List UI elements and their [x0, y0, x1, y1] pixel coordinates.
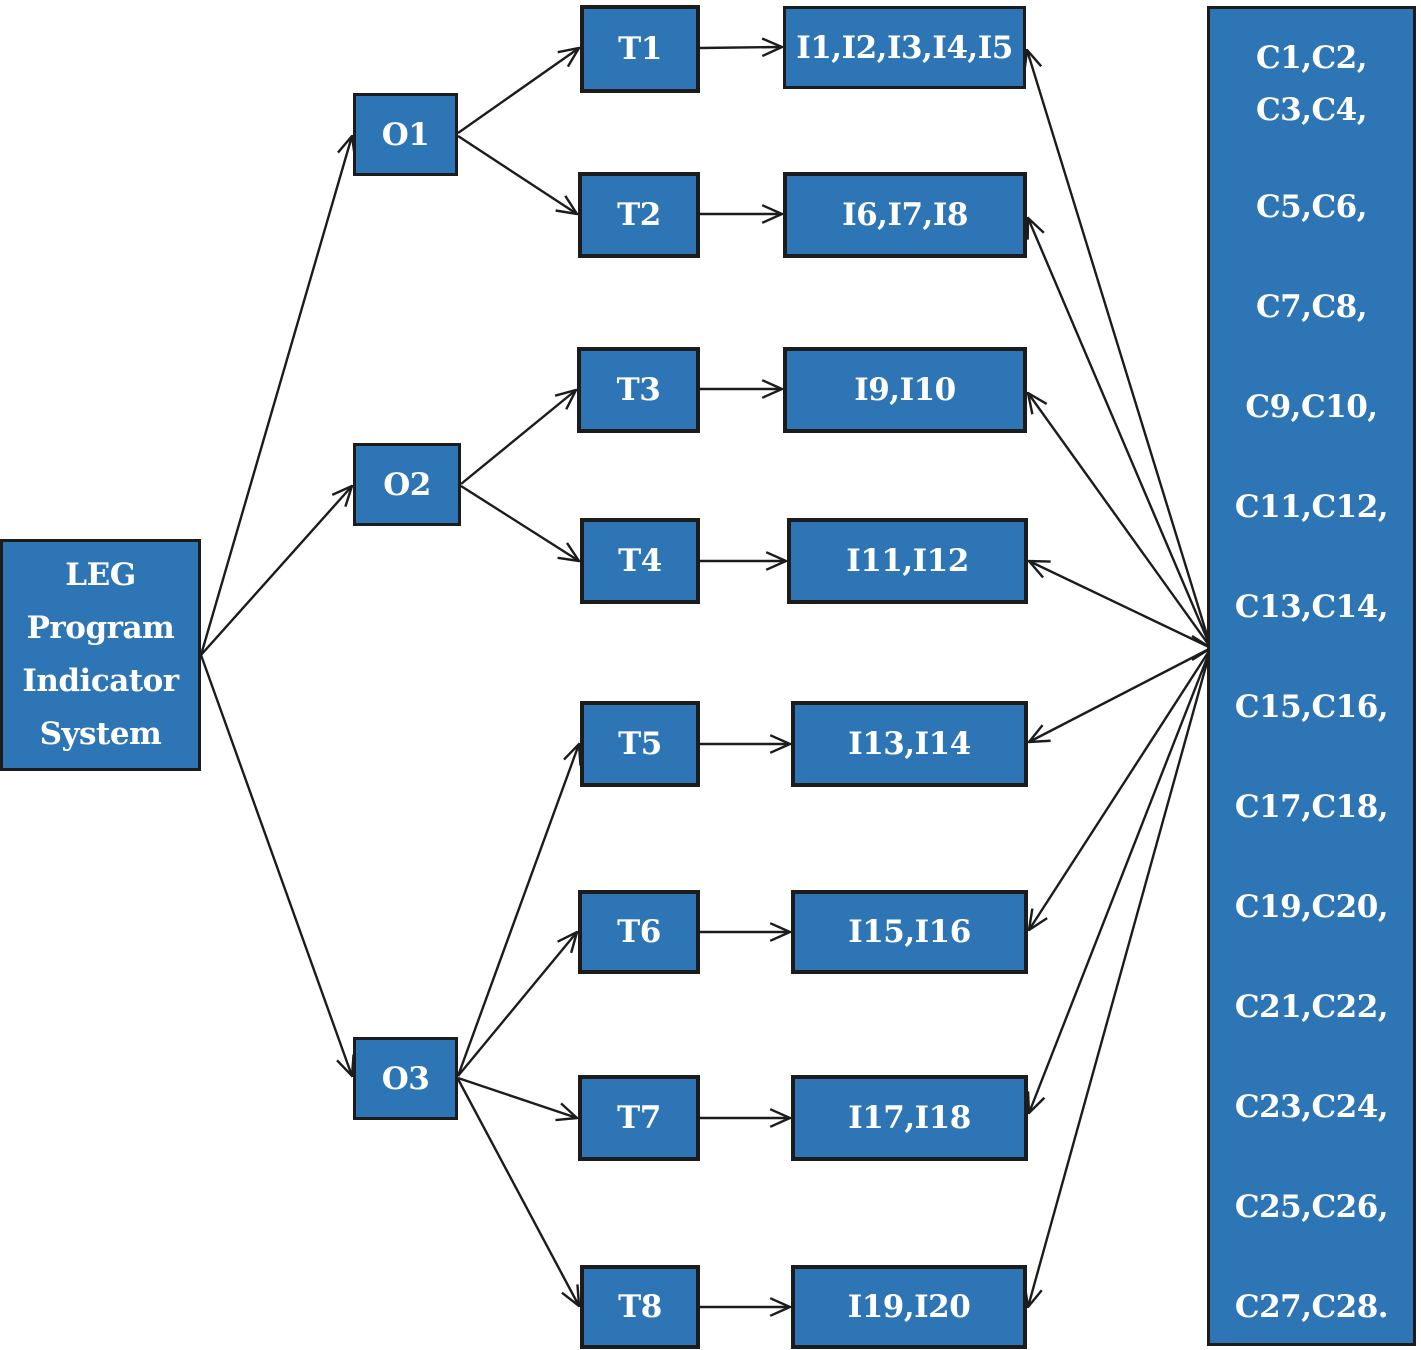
edge-root-o2 [200, 486, 352, 656]
indicator-node-g3: I9,I10 [783, 347, 1027, 433]
edge-o2-t4 [460, 484, 579, 561]
edge-c-g7 [1029, 647, 1213, 1113]
edge-o3-t8 [456, 1078, 579, 1306]
criteria-line: C3,C4, [1255, 92, 1368, 128]
objective-label: O1 [381, 116, 430, 153]
criteria-line: C11,C12, [1234, 489, 1389, 525]
target-node-t6: T6 [578, 890, 700, 974]
target-label: T7 [617, 1100, 661, 1136]
edge-o2-t3 [460, 390, 576, 485]
indicator-node-g1: I1,I2,I3,I4,I5 [783, 6, 1026, 89]
edge-o3-t6 [457, 932, 577, 1077]
indicator-label: I19,I20 [847, 1289, 971, 1325]
edge-c-g8 [1028, 647, 1213, 1307]
objective-node-o2: O2 [353, 443, 461, 526]
criteria-line: C21,C22, [1234, 989, 1389, 1025]
criteria-line: C17,C18, [1234, 789, 1389, 825]
target-label: T3 [616, 372, 661, 408]
target-node-t3: T3 [577, 347, 700, 433]
root-label: LEG Program Indicator System [22, 557, 179, 752]
edge-o3-t7 [457, 1076, 577, 1118]
edge-o1-t1 [457, 48, 579, 134]
criteria-line: C7,C8, [1255, 289, 1368, 325]
indicator-node-g7: I17,I18 [791, 1075, 1028, 1161]
target-node-t8: T8 [580, 1265, 700, 1349]
criteria-line: C19,C20, [1234, 889, 1389, 925]
indicator-node-g6: I15,I16 [791, 890, 1028, 974]
criteria-line: C25,C26, [1234, 1189, 1389, 1225]
edge-root-o1 [199, 136, 352, 656]
edge-root-o3 [199, 654, 352, 1076]
edge-c-g6 [1029, 647, 1213, 930]
indicator-node-g8: I19,I20 [791, 1265, 1027, 1349]
edge-o1-t2 [457, 134, 577, 214]
target-label: T1 [618, 31, 662, 67]
target-node-t4: T4 [580, 518, 700, 604]
criteria-line: C9,C10, [1245, 389, 1378, 425]
criteria-line: C23,C24, [1234, 1089, 1389, 1125]
objective-label: O2 [383, 466, 431, 503]
target-node-t2: T2 [578, 172, 700, 258]
indicator-label: I9,I10 [854, 372, 956, 408]
edge-c-g2 [1028, 218, 1213, 649]
indicator-label: I13,I14 [848, 726, 971, 762]
objective-node-o3: O3 [353, 1037, 458, 1120]
target-label: T2 [617, 197, 661, 233]
edge-o3-t5 [456, 744, 579, 1077]
indicator-node-g4: I11,I12 [787, 518, 1028, 604]
criteria-line: C1,C2, [1255, 40, 1368, 76]
criteria-line: C15,C16, [1234, 689, 1389, 725]
target-label: T6 [617, 914, 661, 950]
edge-c-g5 [1029, 646, 1212, 742]
target-node-t7: T7 [578, 1075, 700, 1161]
criteria-line: C13,C14, [1234, 589, 1389, 625]
edge-c-g4 [1029, 561, 1212, 650]
criteria-node: C1,C2, C3,C4, C5,C6, C7,C8, C9,C10, C11,… [1207, 6, 1416, 1346]
root-node: LEG Program Indicator System [0, 539, 201, 771]
target-label: T4 [618, 543, 662, 579]
target-node-t5: T5 [580, 701, 700, 787]
edge-c-g1 [1027, 50, 1213, 649]
target-label: T8 [618, 1289, 662, 1325]
objective-node-o1: O1 [353, 93, 458, 176]
indicator-label: I15,I16 [848, 914, 971, 950]
criteria-line: C5,C6, [1255, 189, 1368, 225]
indicator-node-g2: I6,I7,I8 [783, 172, 1027, 258]
indicator-label: I6,I7,I8 [842, 197, 968, 233]
indicator-node-g5: I13,I14 [791, 701, 1028, 787]
edge-t1-g1 [699, 47, 782, 48]
criteria-line: C27,C28. [1234, 1289, 1389, 1325]
indicator-label: I11,I12 [846, 543, 969, 579]
indicator-label: I17,I18 [848, 1100, 971, 1136]
edge-c-g3 [1028, 393, 1212, 649]
indicator-label: I1,I2,I3,I4,I5 [796, 29, 1013, 66]
target-label: T5 [618, 726, 662, 762]
target-node-t1: T1 [580, 5, 700, 93]
objective-label: O3 [381, 1060, 430, 1097]
